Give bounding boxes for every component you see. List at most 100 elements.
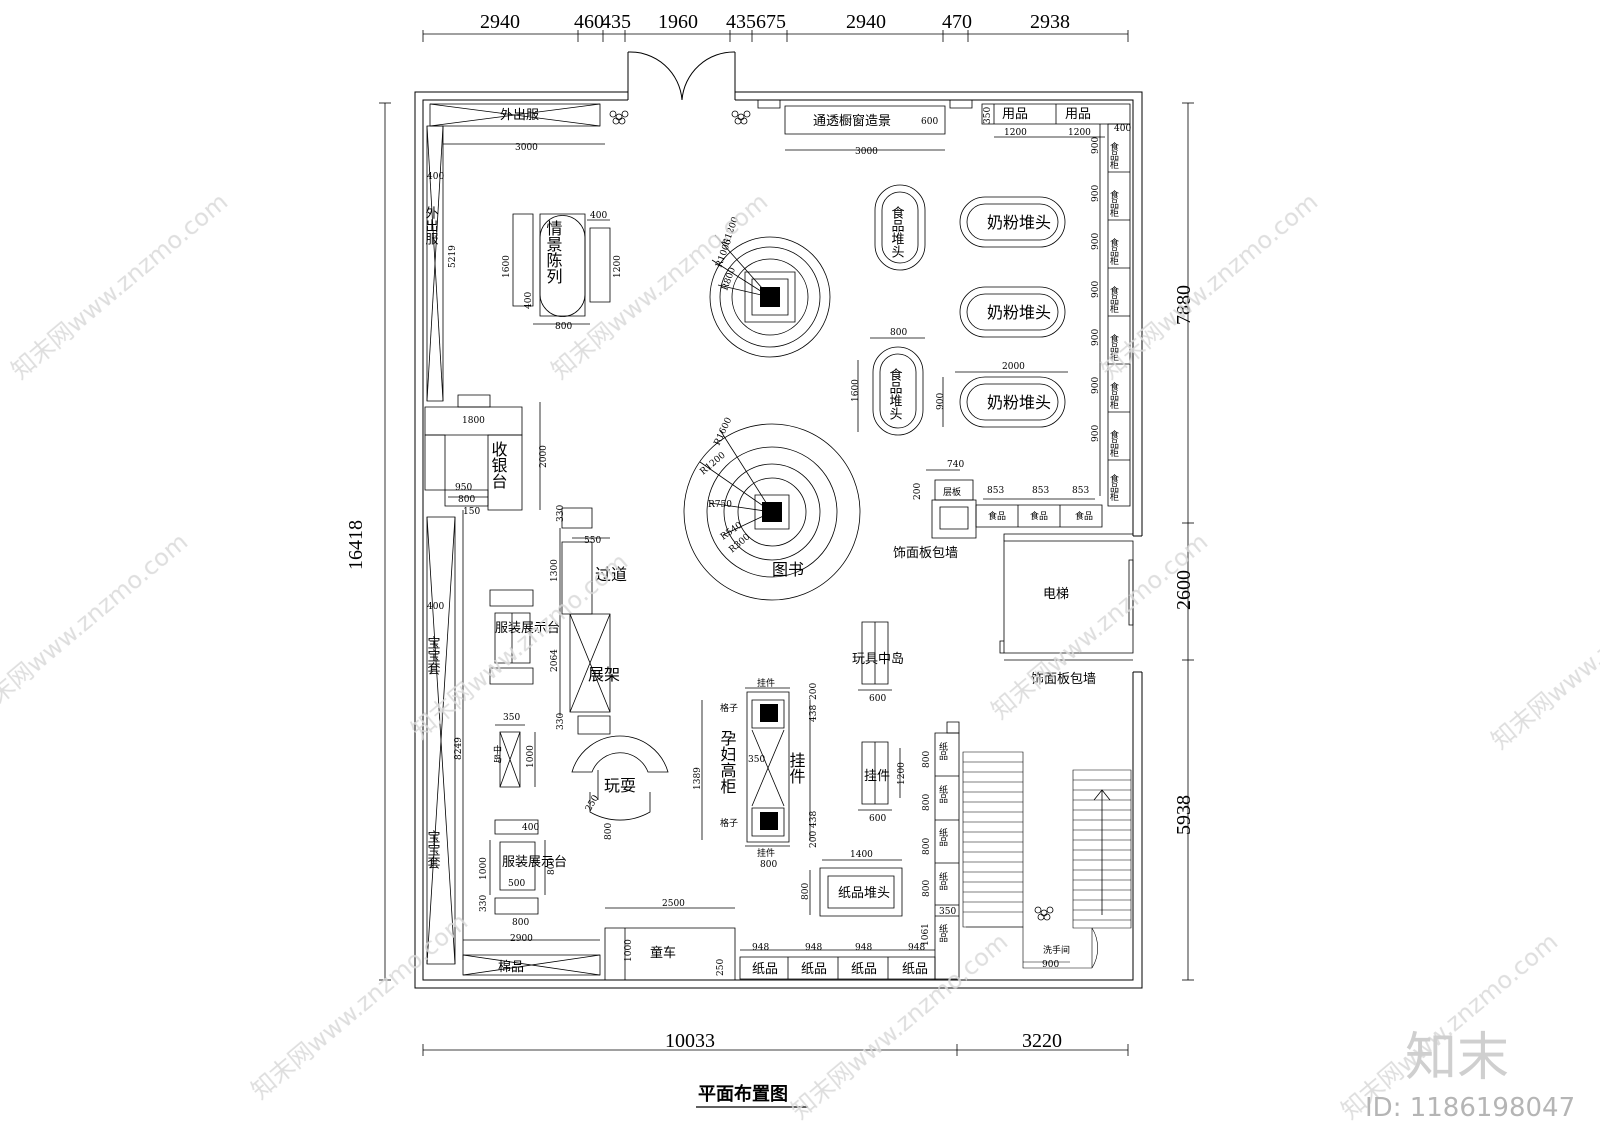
maternity-cabinet (702, 688, 810, 846)
dim-1389: 1389 (693, 767, 703, 790)
food-cabinet-labels: 食品柜 食品柜 食品柜 食品柜 食品柜 食品柜 食品柜 食品柜 900 900 … (1091, 137, 1119, 502)
books-label: 图书 (772, 560, 804, 579)
food-stacks (858, 185, 925, 435)
play-area (572, 736, 668, 820)
dim-top-4: 1960 (658, 11, 698, 33)
dim-top-9: 2938 (1030, 11, 1070, 33)
r750-books: R750 (708, 500, 732, 510)
dim-right-2: 2600 (1173, 570, 1195, 610)
dim-948-2: 948 (805, 943, 822, 953)
paper-bottom-1: 纸品 (752, 962, 778, 977)
plan-title: 平面布置图 (698, 1083, 788, 1105)
dim-200-a: 200 (809, 683, 819, 700)
food-cabinet-6: 食品柜 (1108, 381, 1119, 410)
display-rack-label: 展架 (588, 665, 620, 684)
hook-island-label: 挂件 (864, 769, 890, 784)
dim-800-paper-r4: 800 (922, 880, 932, 897)
dim-right-3: 5938 (1173, 795, 1195, 835)
paper-bottom-2: 纸品 (801, 962, 827, 977)
shelf-board-area (926, 470, 1102, 538)
dim-1400: 1400 (850, 850, 873, 860)
window-display (758, 100, 972, 150)
dim-600-toy-a: 600 (869, 694, 886, 704)
dim-800-play: 800 (604, 823, 614, 840)
shelf-board-label: 层板 (943, 486, 961, 498)
food-cabinet-2: 食品柜 (1108, 189, 1119, 218)
baby-set-label-1: 宝宝套 (425, 636, 441, 675)
window-display-label: 通透橱窗造景 (813, 113, 891, 129)
dim-1200-pc: 1200 (613, 255, 623, 278)
toy-island-label: 玩具中岛 (852, 651, 904, 667)
dim-600-toy-b: 600 (869, 814, 886, 824)
dim-1300: 1300 (550, 559, 560, 582)
dim-900-washroom: 900 (1042, 960, 1059, 970)
dim-top-3: 435 (601, 11, 631, 33)
dim-800-paper-r2: 800 (922, 794, 932, 811)
paper-bottom-4: 纸品 (902, 962, 928, 977)
books-display-core (762, 502, 782, 522)
supplies-label-1: 用品 (1002, 107, 1028, 122)
formula-stack-label-3: 奶粉堆头 (987, 393, 1051, 412)
dim-900-4: 900 (1091, 281, 1101, 298)
dim-250-stroller: 250 (716, 959, 726, 976)
dim-1000-island: 1000 (526, 745, 536, 768)
outer-wear-side-label: 外出服 (423, 206, 439, 245)
dim-bottom-2: 3220 (1022, 1030, 1062, 1052)
hook-vertical-label: 挂件 (787, 752, 806, 784)
dim-350-paper: 350 (939, 907, 956, 917)
dim-top-8: 470 (942, 11, 972, 33)
parent-child-label: 情景陈列 (544, 220, 563, 285)
dim-1000-stroller: 1000 (624, 939, 634, 962)
dim-2000-formula: 2000 (1002, 362, 1025, 372)
dim-1600-pc: 1600 (502, 255, 512, 278)
food-cabinet-3: 食品柜 (1108, 237, 1119, 266)
dim-1000-garment2: 1000 (479, 857, 489, 880)
formula-stacks (943, 197, 1068, 427)
low-island-label: 中岛 (491, 744, 502, 764)
dim-top-2: 460 (574, 11, 604, 33)
grid-label-bottom: 格子 (720, 817, 738, 829)
dim-330-b: 330 (556, 713, 566, 730)
dim-3000-top: 3000 (515, 143, 538, 153)
food-cabinet-1: 食品柜 (1108, 141, 1119, 170)
dim-900-2: 900 (1091, 185, 1101, 202)
parent-child-display (513, 214, 610, 324)
dim-3000-window: 3000 (855, 147, 878, 157)
dim-350-supplies: 350 (983, 107, 993, 124)
cashier-label: 收银台 (489, 441, 508, 489)
maternity-core-bottom (760, 812, 778, 830)
dim-948-3: 948 (855, 943, 872, 953)
dim-600-window: 600 (921, 117, 938, 127)
books-display (684, 424, 860, 600)
dim-5219: 5219 (448, 245, 458, 268)
dim-500: 500 (508, 879, 525, 889)
dim-948-1: 948 (752, 943, 769, 953)
dim-1200-b: 1200 (1068, 128, 1091, 138)
dim-1061: 1061 (921, 923, 931, 946)
dim-438-b: 438 (809, 811, 819, 828)
flower-icon (610, 111, 1053, 920)
food-label-1: 食品 (988, 510, 1006, 522)
formula-stack-label-1: 奶粉堆头 (987, 213, 1051, 232)
formula-stack-label-2: 奶粉堆头 (987, 303, 1051, 322)
dim-400-baby: 400 (427, 602, 444, 612)
dim-900-6: 900 (1091, 377, 1101, 394)
dimension-texts: 2940 460 435 1960 435 675 2940 470 2938 … (345, 11, 1195, 1052)
watermarks: 知末网www.znzmo.com 知末网www.znzmo.com 知末网www… (0, 188, 1600, 1125)
dim-330-a: 330 (556, 505, 566, 522)
garment-table-1 (490, 590, 533, 684)
paper-stack-label: 纸品堆头 (838, 886, 890, 901)
paper-shelves (740, 722, 959, 979)
food-cabinet-7: 食品柜 (1108, 429, 1119, 458)
food-cabinet-8: 食品柜 (1108, 473, 1119, 502)
dimension-lines (379, 30, 1194, 1056)
food-cabinet-5: 食品柜 (1108, 333, 1119, 362)
dim-2900: 2900 (510, 934, 533, 944)
dim-900-1: 900 (1091, 137, 1101, 154)
dim-2064: 2064 (550, 649, 560, 672)
dim-400-pc-b: 400 (524, 292, 534, 309)
cashier (425, 395, 540, 510)
dim-800-cashier: 800 (458, 495, 475, 505)
walls (415, 92, 1142, 988)
baby-set-wall (427, 510, 463, 964)
